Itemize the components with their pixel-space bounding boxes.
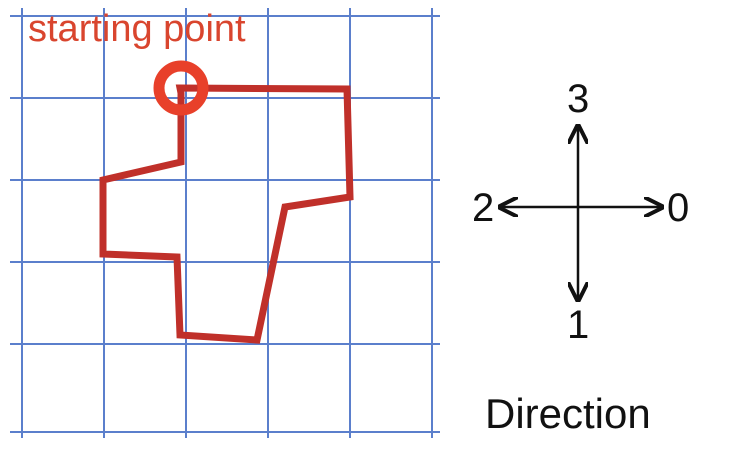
grid [10,8,440,438]
direction-label-up: 3 [567,77,589,121]
direction-title: Direction [485,390,651,437]
starting-point-label: starting point [28,8,246,50]
direction-label-down: 1 [567,303,589,347]
starting-point-marker [153,60,209,116]
boundary-path [99,84,354,344]
direction-compass: 3 1 0 2 Direction [472,77,689,437]
direction-label-right: 0 [667,186,689,230]
direction-label-left: 2 [472,186,494,230]
